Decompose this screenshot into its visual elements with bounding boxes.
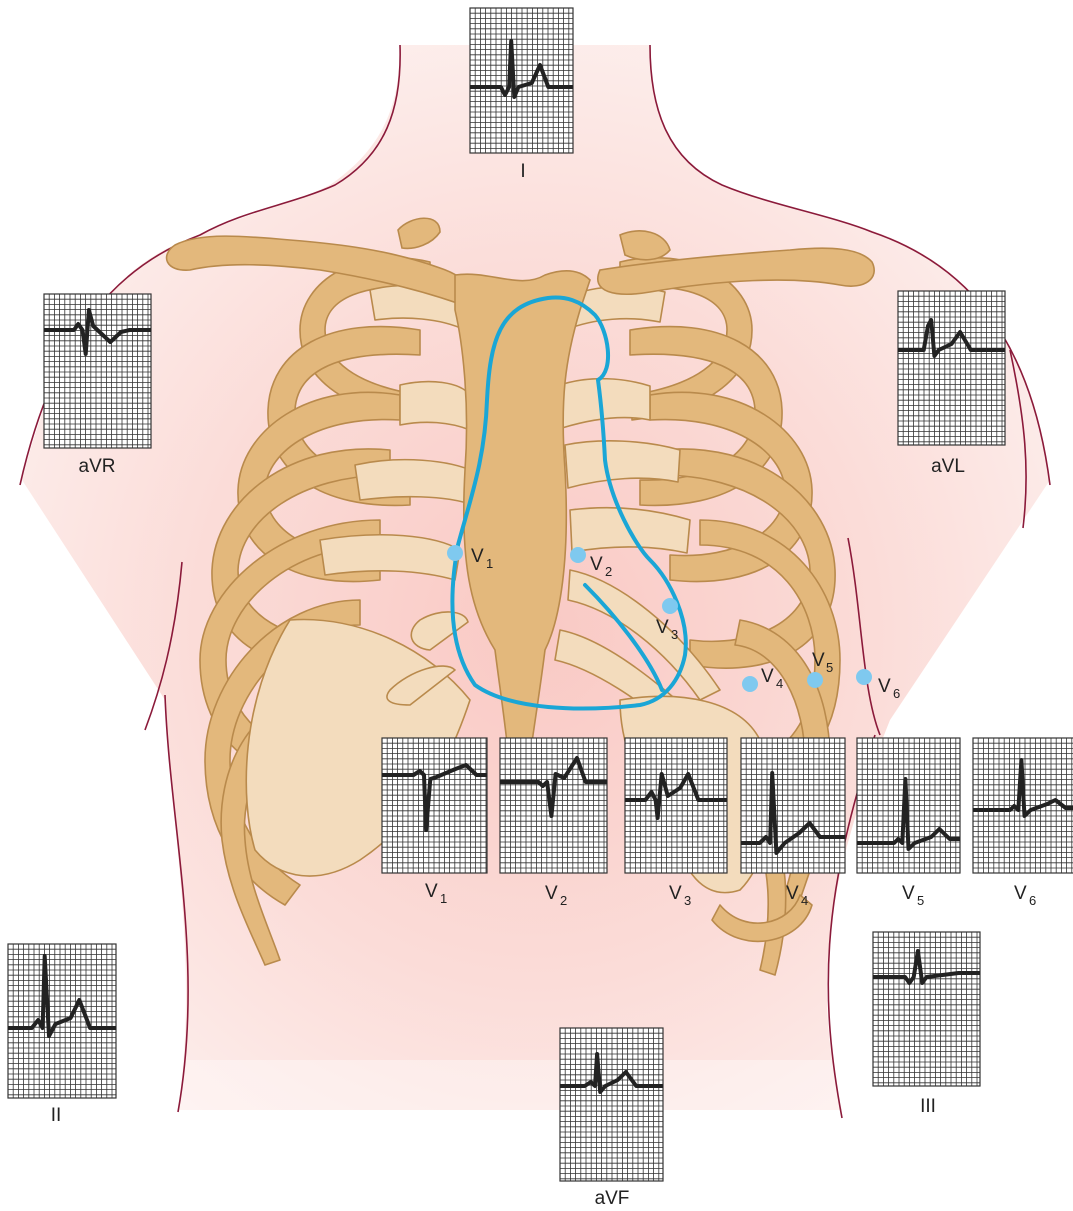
electrode-v3-sub: 3 — [671, 627, 678, 642]
ecg-grid — [470, 8, 573, 153]
ecg-grid — [741, 738, 845, 873]
ecg-strip-v5: V 5 — [857, 738, 960, 908]
lead-label-v4-letter: V — [786, 883, 799, 904]
ecg-grid — [44, 294, 151, 448]
lead-label-v6-letter: V — [1014, 883, 1027, 904]
electrode-v6-letter: V — [878, 676, 891, 697]
lead-label-v2-letter: V — [545, 883, 558, 904]
lead-label-avr: aVR — [79, 456, 116, 477]
ecg-grid — [898, 291, 1005, 445]
electrode-v2-sub: 2 — [605, 564, 612, 579]
lead-label-avf: aVF — [595, 1188, 630, 1209]
lead-label-v6-sub: 6 — [1029, 893, 1036, 908]
lead-label-v4-sub: 4 — [801, 893, 808, 908]
lead-label-ii: II — [51, 1105, 62, 1126]
electrode-v6-sub: 6 — [893, 686, 900, 701]
lead-label-i: I — [520, 161, 525, 182]
electrode-v1-letter: V — [471, 546, 484, 567]
ecg-grid — [625, 738, 727, 873]
lead-label-v1-sub: 1 — [440, 891, 447, 906]
lead-label-v3-sub: 3 — [684, 893, 691, 908]
lead-label-v1-letter: V — [425, 881, 438, 902]
ecg-grid — [873, 932, 980, 1086]
lead-label-iii: III — [920, 1096, 936, 1117]
lead-label-v2-sub: 2 — [560, 893, 567, 908]
lead-label-v3-letter: V — [669, 883, 682, 904]
ecg-grid — [382, 738, 487, 873]
ecg-strip-iii: III — [873, 932, 980, 1117]
ecg-grid — [560, 1028, 663, 1181]
ecg-strip-ii: II — [8, 944, 116, 1126]
electrode-v4-letter: V — [761, 666, 774, 687]
lead-label-v5-letter: V — [902, 883, 915, 904]
electrode-v5-letter: V — [812, 650, 825, 671]
lead-label-v5-sub: 5 — [917, 893, 924, 908]
electrode-v4-sub: 4 — [776, 676, 783, 691]
electrode-v2-letter: V — [590, 554, 603, 575]
electrode-v1-sub: 1 — [486, 556, 493, 571]
lead-label-avl: aVL — [931, 456, 965, 477]
ecg-strip-v6: V 6 — [973, 738, 1073, 908]
ecg-strip-avf: aVF — [560, 1028, 663, 1209]
electrode-v5-sub: 5 — [826, 660, 833, 675]
electrode-v3-letter: V — [656, 617, 669, 638]
